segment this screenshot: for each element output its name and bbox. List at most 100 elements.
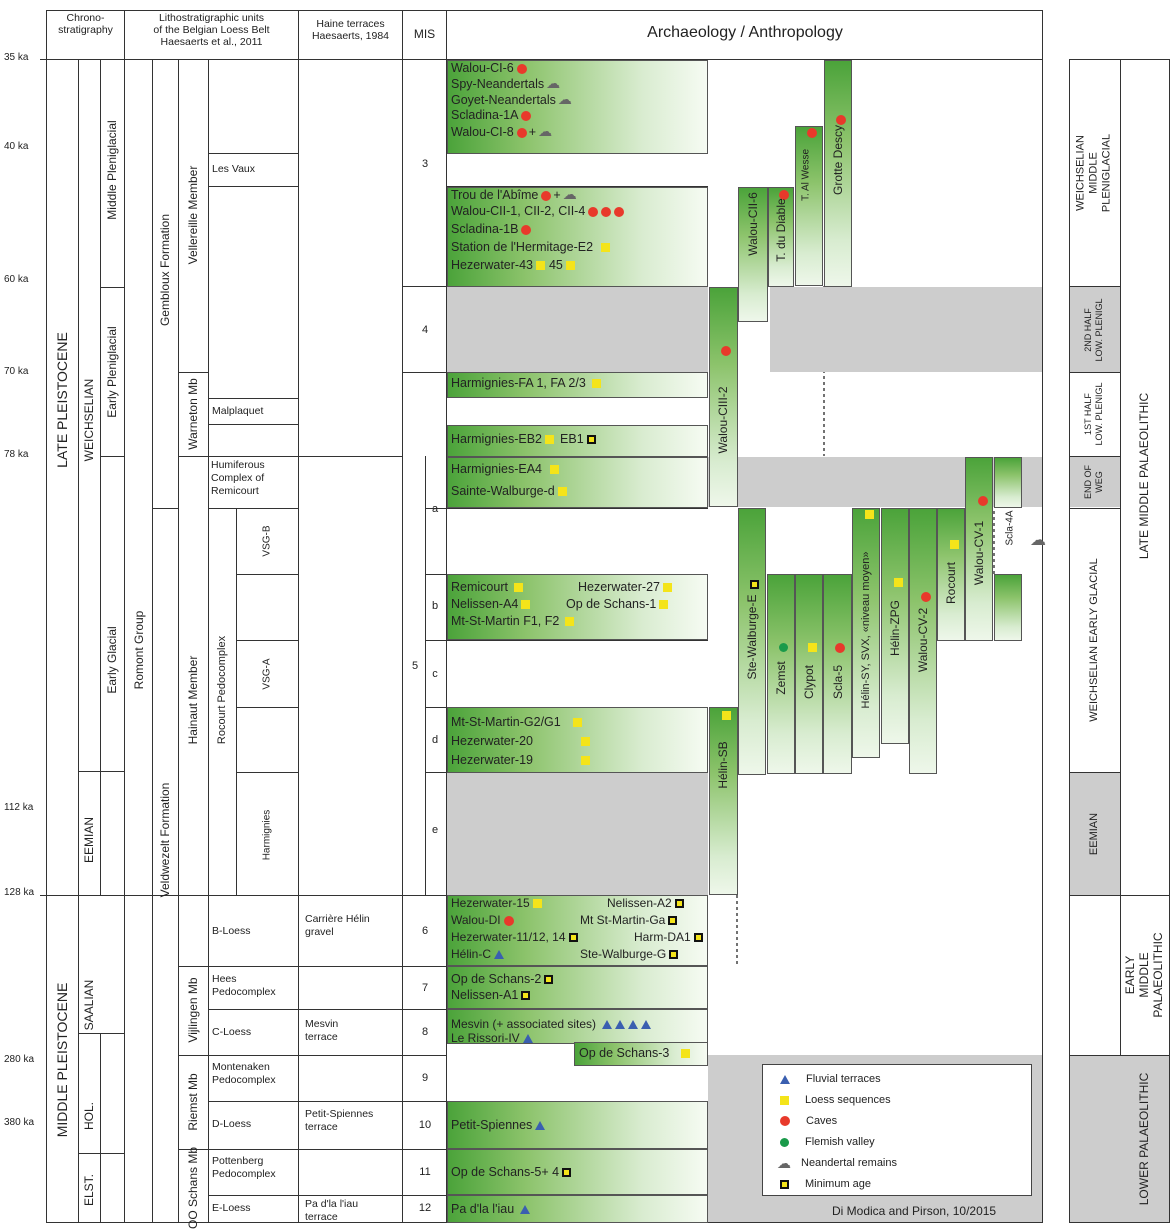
flemish-marker: [779, 643, 788, 652]
bar-helin-zpg: [881, 508, 909, 744]
site-box: [447, 60, 708, 154]
bar-label: Grotte Descy: [831, 124, 845, 196]
minimum-age-marker: [669, 950, 679, 960]
haine-petit-spiennes-terrace: Petit-Spiennes terrace: [305, 1108, 374, 1133]
minimum-age-marker: [780, 1179, 789, 1189]
litho-les-vaux: Les Vaux: [212, 163, 255, 175]
legend-caves: Caves: [777, 1113, 837, 1129]
bar-scla4a-upper: [994, 457, 1022, 508]
bar-grotte-descy: [824, 60, 852, 287]
litho-d-loess: D-Loess: [212, 1118, 252, 1130]
site-box: [447, 187, 708, 287]
litho-e-loess: E-Loess: [212, 1202, 251, 1214]
minimum-age-marker: [750, 580, 759, 590]
litho-malplaquet: Malplaquet: [212, 405, 264, 417]
mis-sub-label: b: [431, 600, 439, 612]
fluvial-marker: [641, 1020, 652, 1030]
site-box: [447, 895, 708, 966]
site-nelissen-a4: Nelissen-A4: [451, 597, 531, 612]
minimum-age-marker: [693, 933, 703, 943]
loess-marker: [722, 711, 731, 720]
site-box: [447, 457, 708, 508]
age-label: 78 ka: [4, 449, 29, 460]
litho-vsg-b: VSG-B: [261, 525, 273, 557]
litho-pottenberg-pedocomplex: Pottenberg Pedocomplex: [212, 1155, 276, 1180]
litho-warneton-mb: Warneton Mb: [186, 378, 200, 450]
fluvial-marker: [780, 1074, 790, 1084]
site-box: [447, 1009, 708, 1044]
minimum-age-marker: [568, 933, 578, 943]
chrono-elsterian: ELST.: [82, 1173, 96, 1207]
loess-marker: [557, 487, 567, 497]
site-mesvin: Mesvin (+ associated sites): [451, 1017, 652, 1032]
chrono-eemian: EEMIAN: [82, 816, 96, 864]
bar-label: Ste-Walburge-E: [745, 594, 759, 680]
legend-fluvial: Fluvial terraces: [777, 1071, 881, 1087]
cave-marker: [921, 592, 931, 602]
minimum-age-marker: [668, 916, 678, 926]
site-harmignies-ea4: Harmignies-EA4: [451, 462, 560, 477]
site-walou-ci8: Walou-CI-8+☁: [451, 123, 553, 140]
mis-label: 3: [421, 158, 429, 170]
mis-label: 10: [418, 1119, 432, 1131]
gray-band: [1070, 457, 1120, 507]
site-box: [447, 1195, 708, 1223]
credit: Di Modica and Pirson, 10/2015: [832, 1204, 997, 1218]
period-lower-palaeolithic: LOWER PALAEOLITHIC: [1137, 1072, 1151, 1206]
cave-marker: [516, 63, 527, 74]
site-helin-c: Hélin-C: [451, 947, 505, 962]
site-hezerwater-11: Hezerwater-11/12, 14: [451, 930, 578, 945]
loess-marker: [550, 465, 560, 475]
site-pa-dla-liau: Pa d'la l'iau: [451, 1202, 531, 1217]
period-weichselian-early-glacial: WEICHSELIAN EARLY GLACIAL: [1088, 558, 1100, 722]
legend-minimum-age: Minimum age: [777, 1176, 871, 1192]
chrono-saalian: SAALIAN: [82, 979, 96, 1031]
litho-oo-schans-mb: OO Schans Mb: [186, 1146, 200, 1229]
loess-marker: [601, 243, 611, 253]
cave-marker: [588, 206, 599, 217]
site-sainte-walburge: Sainte-Walburge-d: [451, 484, 567, 499]
site-scladina-1a: Scladina-1A: [451, 108, 532, 123]
gray-band: [1070, 287, 1120, 372]
bar-label: Hélin-SY, SVX, «niveau moyen»: [860, 551, 872, 709]
litho-c-loess: C-Loess: [212, 1026, 252, 1038]
period-end-of-weg: END OF WEG: [1083, 464, 1104, 500]
bar-label: T. du Diable: [774, 198, 788, 262]
flemish-marker: [780, 1137, 789, 1147]
period-second-half: 2ND HALF LOW. PLENIGL: [1083, 298, 1104, 362]
mis-sub-label: e: [431, 824, 439, 836]
minimum-age-marker: [562, 1168, 572, 1178]
chrono-early-glacial: Early Glacial: [105, 626, 119, 694]
bar-label: Hélin-SB: [716, 741, 730, 789]
loess-marker: [780, 1095, 789, 1105]
legend: Fluvial terraces Loess sequences Caves F…: [762, 1064, 1032, 1196]
site-box: [447, 1149, 708, 1195]
site-hezerwater-19: Hezerwater-19: [451, 753, 590, 768]
mis-label: 6: [421, 925, 429, 937]
site-box: [447, 372, 708, 398]
header-chronostratigraphy: Chrono- stratigraphy: [58, 12, 113, 36]
site-box: [447, 1101, 708, 1149]
litho-gembloux-formation: Gembloux Formation: [158, 213, 172, 327]
litho-hainaut-member: Hainaut Member: [186, 655, 200, 745]
mis-label: 5: [411, 660, 419, 672]
period-late-middle-palaeolithic: LATE MIDDLE PALAEOLITHIC: [1137, 392, 1151, 560]
mis-sub-label: c: [432, 668, 438, 680]
litho-montenaken-pedocomplex: Montenaken Pedocomplex: [212, 1061, 276, 1086]
site-nelissen-a1: Nelissen-A1: [451, 988, 531, 1003]
legend-neandertal: ☁Neandertal remains: [777, 1154, 897, 1171]
mis-sub-label: a: [431, 503, 439, 515]
cave-marker: [521, 110, 532, 121]
mis-label: 11: [419, 1166, 431, 1178]
loess-marker: [580, 737, 590, 747]
neandertal-skull-icon: ☁: [1030, 532, 1046, 549]
bar-rocourt: [937, 508, 965, 641]
chrono-late-pleistocene: LATE PLEISTOCENE: [54, 332, 70, 468]
site-remicourt: Remicourt: [451, 580, 523, 595]
loess-marker: [659, 600, 669, 610]
site-box: [447, 425, 708, 457]
fluvial-marker: [520, 1205, 531, 1215]
